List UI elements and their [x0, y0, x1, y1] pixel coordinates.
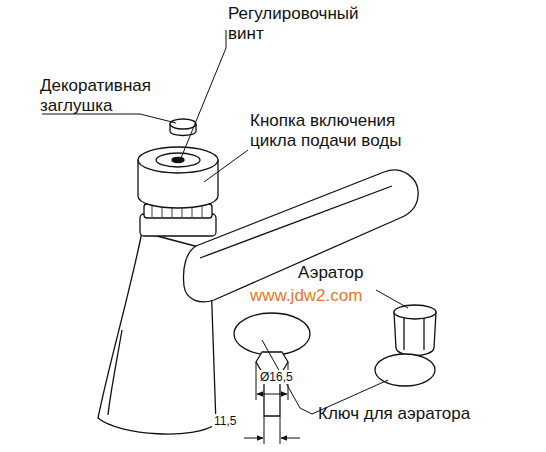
aerator-top — [394, 305, 436, 319]
part-label: Регулировочный винт — [228, 4, 368, 45]
dimension-lines — [244, 362, 300, 444]
button-inner — [156, 153, 200, 167]
part-label: Ключ для аэратора — [318, 404, 470, 424]
dimension-label: 11,5 — [212, 414, 238, 428]
aerator-key-hex — [256, 352, 288, 372]
part-label: Аэратор — [298, 263, 363, 283]
aerator-key-disc — [375, 354, 435, 386]
aerator-key-disc — [234, 313, 310, 355]
body-highlight — [108, 330, 122, 415]
dimension-label: Ø16,5 — [258, 370, 295, 384]
cap-top — [170, 119, 196, 129]
adjust-screw — [172, 158, 184, 163]
watermark: www.jdw2.com — [248, 286, 364, 306]
part-label: Декоративная заглушка — [40, 76, 175, 117]
spout-edge — [200, 186, 392, 258]
spout — [184, 170, 419, 302]
button-top — [138, 147, 218, 173]
part-label: Кнопка включения цикла подачи воды — [250, 111, 430, 152]
